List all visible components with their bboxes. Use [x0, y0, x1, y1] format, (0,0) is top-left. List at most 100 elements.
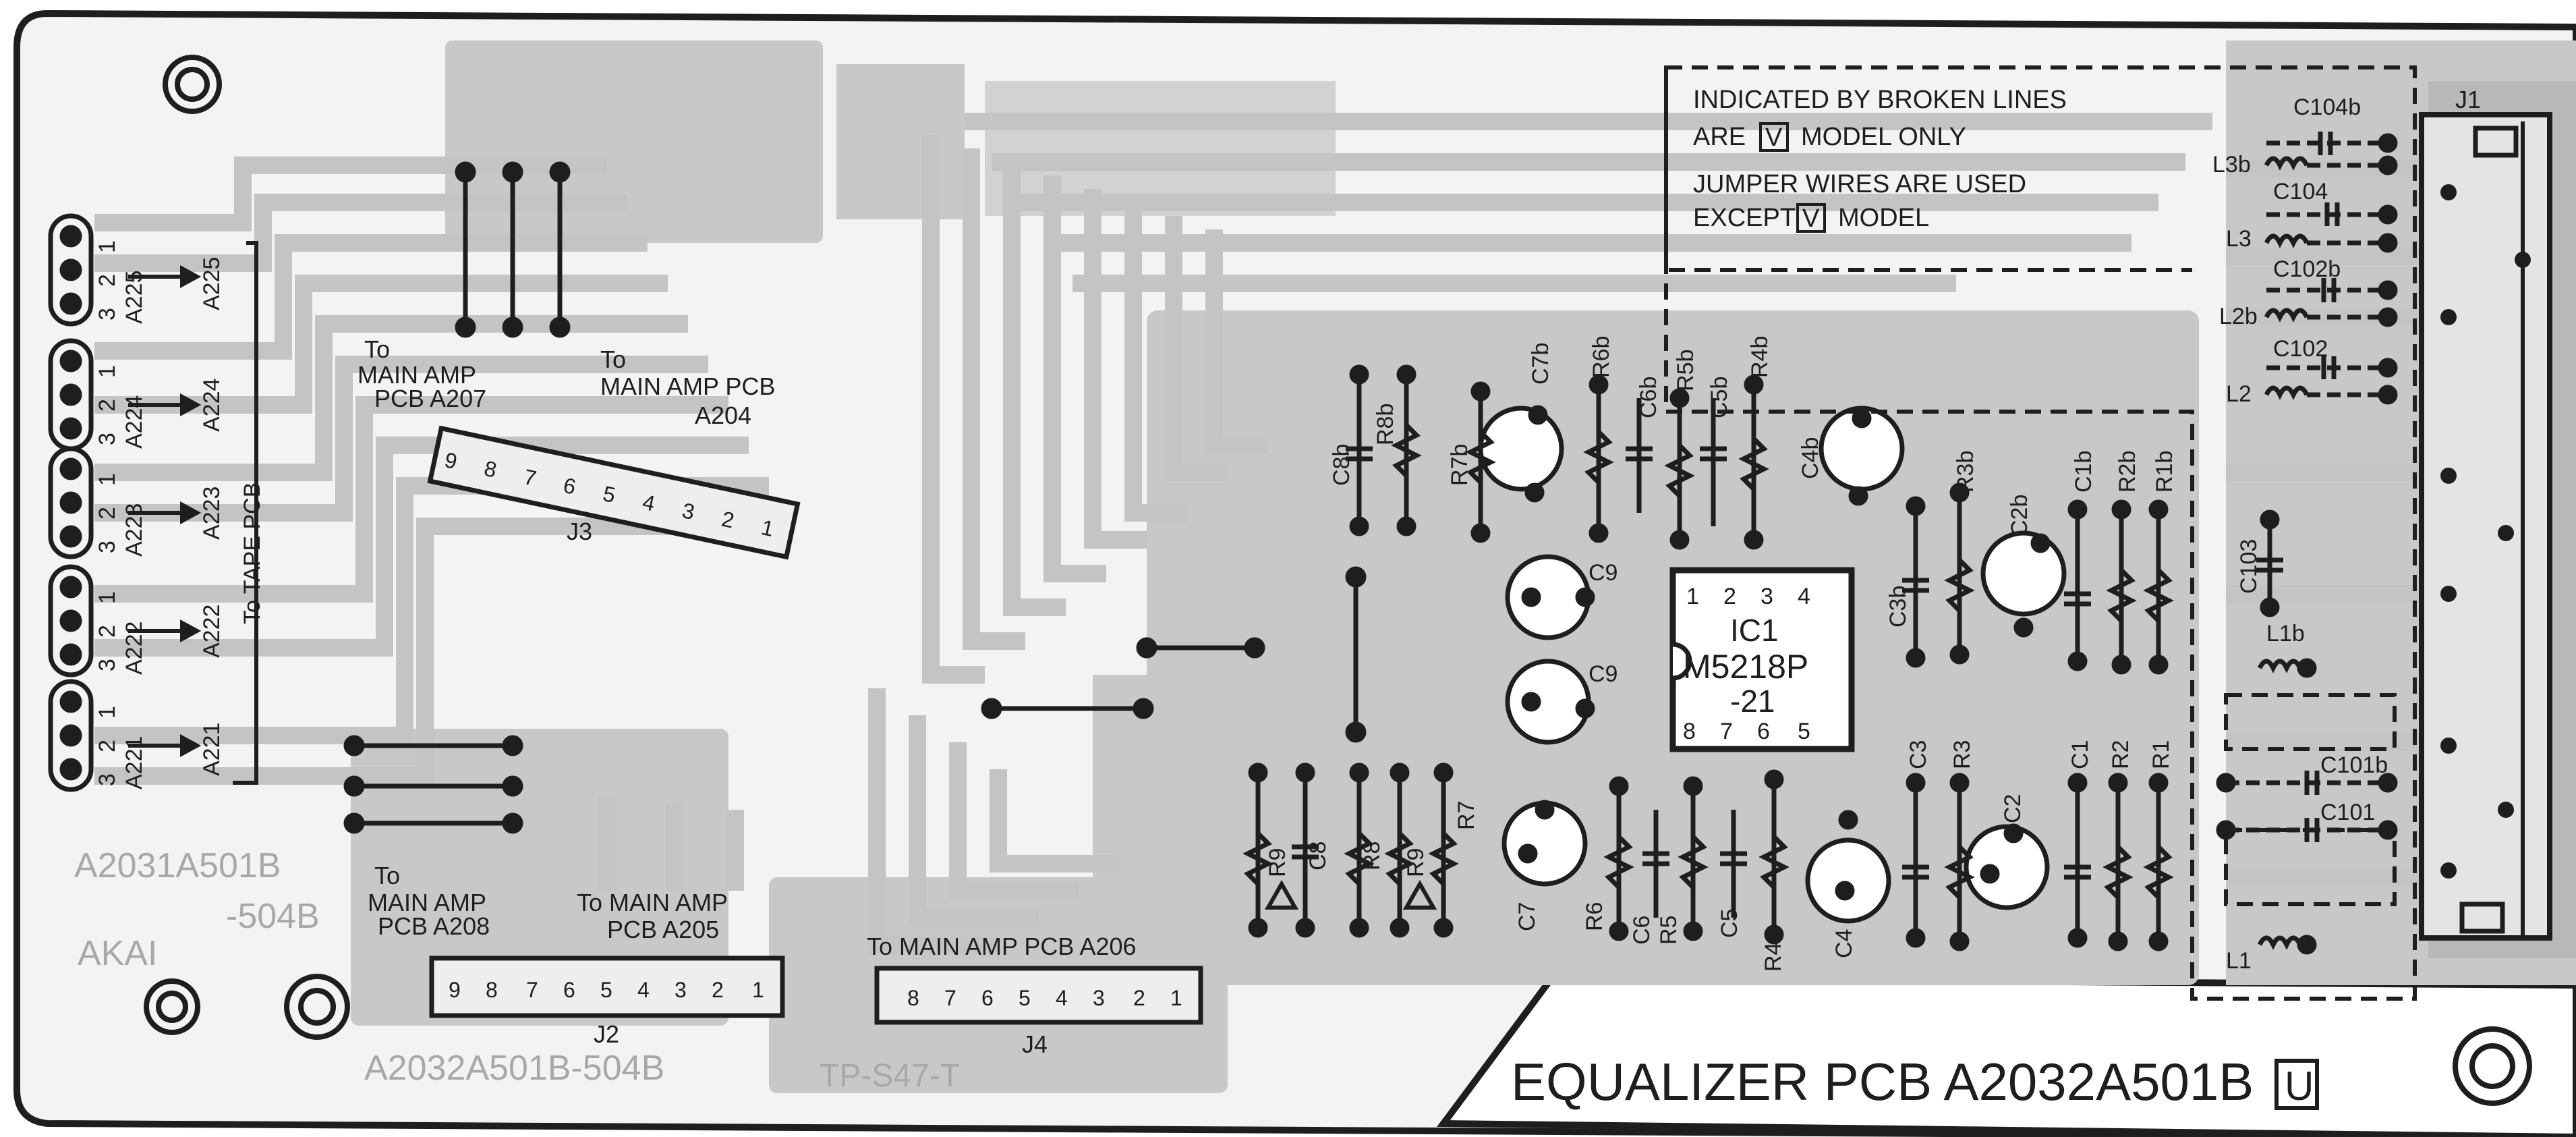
label-L1b: L1b	[2266, 621, 2305, 646]
j4-pin-2: 2	[1133, 986, 1145, 1010]
j3-right-label-2: MAIN AMP PCB	[600, 372, 775, 400]
component-C3	[1902, 773, 1929, 948]
component-L3	[2264, 233, 2398, 253]
j3-left-label-3: PCB A207	[374, 385, 486, 412]
label-C3b: C3b	[1885, 586, 1911, 628]
board-title: EQUALIZER PCB A2032A501B U	[1511, 1052, 2319, 1111]
label-L1: L1	[2226, 948, 2252, 974]
label-C2b: C2b	[2007, 495, 2032, 536]
j2-left-label-1: To	[374, 862, 400, 889]
mounting-holes	[144, 55, 2532, 1106]
j4-pin-7: 7	[944, 986, 956, 1010]
component-C8b	[1346, 364, 1373, 536]
j1-contacts	[2440, 184, 2531, 879]
component-R3b	[1944, 482, 1975, 665]
left-connector-labels: 3 2 1 A225 3 2 1 A224 3 2 1 A223 3 2 1 A…	[94, 240, 265, 789]
j2-right-label-1: To MAIN AMP	[577, 889, 728, 916]
label-C9-lower: C9	[1588, 661, 1618, 687]
label-C6: C6	[1629, 916, 1655, 945]
component-C5b	[1700, 398, 1727, 526]
label-C101b: C101b	[2320, 752, 2388, 778]
a222-ref-small: A222	[121, 621, 147, 675]
label-C104: C104	[2273, 179, 2328, 204]
note-line-2-post: MODEL ONLY	[1801, 123, 1966, 151]
mounting-hole-bottom-left-1	[144, 978, 200, 1035]
component-R1b	[2143, 499, 2174, 675]
label-R3: R3	[1949, 740, 1975, 769]
label-R1: R1	[2148, 740, 2174, 769]
component-R8	[1344, 762, 1375, 938]
ic1-suffix: -21	[1730, 684, 1775, 719]
title-badge: U	[2285, 1063, 2314, 1109]
board-title-text: EQUALIZER PCB A2032A501B	[1511, 1052, 2254, 1111]
j2-pin-9: 9	[449, 978, 461, 1002]
a221-pin-3: 3	[94, 773, 120, 786]
label-R2: R2	[2108, 740, 2134, 769]
component-L1	[2257, 935, 2317, 955]
label-C101: C101	[2320, 800, 2375, 825]
note-line-1: INDICATED BY BROKEN LINES	[1693, 86, 2067, 114]
component-L1b	[2257, 658, 2317, 678]
right-column-parts	[2216, 132, 2398, 955]
ic1-pin-8: 8	[1683, 719, 1696, 744]
caution-triangle-r9-right	[1402, 879, 1437, 910]
note-line-4-box-text: V	[1802, 204, 1820, 233]
j4-pin-6: 6	[981, 986, 994, 1010]
note-line-4-post: MODEL	[1838, 204, 1929, 232]
component-C101b	[2216, 771, 2398, 795]
a223-ref: A223	[199, 487, 225, 540]
label-L3b: L3b	[2212, 152, 2251, 177]
silkscreen-faint: A2031A501B -504B AKAI A2032A501B-504B TP…	[74, 846, 960, 1094]
component-C1	[2064, 773, 2091, 948]
label-R4: R4	[1761, 943, 1786, 972]
silk-part-left-2: -504B	[226, 897, 320, 936]
component-R8b	[1391, 364, 1422, 536]
a222-pin-3: 3	[94, 659, 120, 671]
component-R7b	[1465, 381, 1496, 543]
component-L2	[2264, 385, 2398, 405]
component-C101	[2216, 818, 2398, 842]
label-C9-upper: C9	[1588, 560, 1618, 586]
j2-pin-3: 3	[675, 978, 687, 1002]
connector-A225	[48, 213, 94, 327]
ic1-labels: 1 2 3 4 IC1 M5218P -21 8 7 6 5	[1683, 584, 1810, 744]
label-C5b: C5b	[1707, 377, 1732, 418]
label-C4: C4	[1831, 929, 1857, 958]
copper-traces	[94, 113, 2523, 953]
jumper-wires	[343, 161, 1367, 834]
label-C7: C7	[1514, 902, 1540, 931]
connector-A221	[48, 679, 94, 792]
connector-A222	[48, 564, 94, 677]
label-R7: R7	[1454, 801, 1479, 830]
a224-ref-small: A224	[121, 395, 147, 449]
label-R9-right: R9	[1403, 848, 1429, 877]
j2-left-label-2: MAIN AMP	[368, 889, 486, 916]
component-L2b	[2264, 307, 2398, 327]
silk-part-left-1: A2031A501B	[74, 846, 281, 885]
label-R7b: R7b	[1447, 444, 1472, 486]
component-C103	[2256, 509, 2283, 617]
label-C8b: C8b	[1329, 444, 1354, 486]
a225-pin-3: 3	[94, 308, 120, 321]
caution-triangles	[1264, 879, 1437, 910]
component-R5b	[1664, 388, 1695, 550]
a225-pin-1: 1	[94, 240, 120, 253]
component-ref-labels: C8b R8b R7b C7b R6b C6b R5b C5b R4b R9 C…	[1265, 94, 2388, 974]
brand-akai: AKAI	[78, 934, 158, 973]
ic1-pin-7: 7	[1720, 719, 1733, 744]
note-line-2-box	[1759, 122, 1789, 152]
ic1-pin-3: 3	[1761, 584, 1773, 609]
ic1-ref: IC1	[1730, 613, 1779, 648]
label-R8: R8	[1359, 841, 1385, 870]
component-R2b	[2106, 499, 2137, 675]
component-C1b	[2064, 499, 2091, 671]
connector-J3	[427, 425, 801, 560]
component-R7	[1428, 762, 1459, 938]
label-L2b: L2b	[2219, 304, 2258, 329]
connector-J1	[2419, 112, 2552, 941]
component-R3	[1944, 773, 1975, 951]
silk-model: TP-S47-T	[820, 1058, 960, 1094]
a223-ref-small: A223	[121, 503, 147, 557]
label-C1b: C1b	[2071, 451, 2096, 493]
